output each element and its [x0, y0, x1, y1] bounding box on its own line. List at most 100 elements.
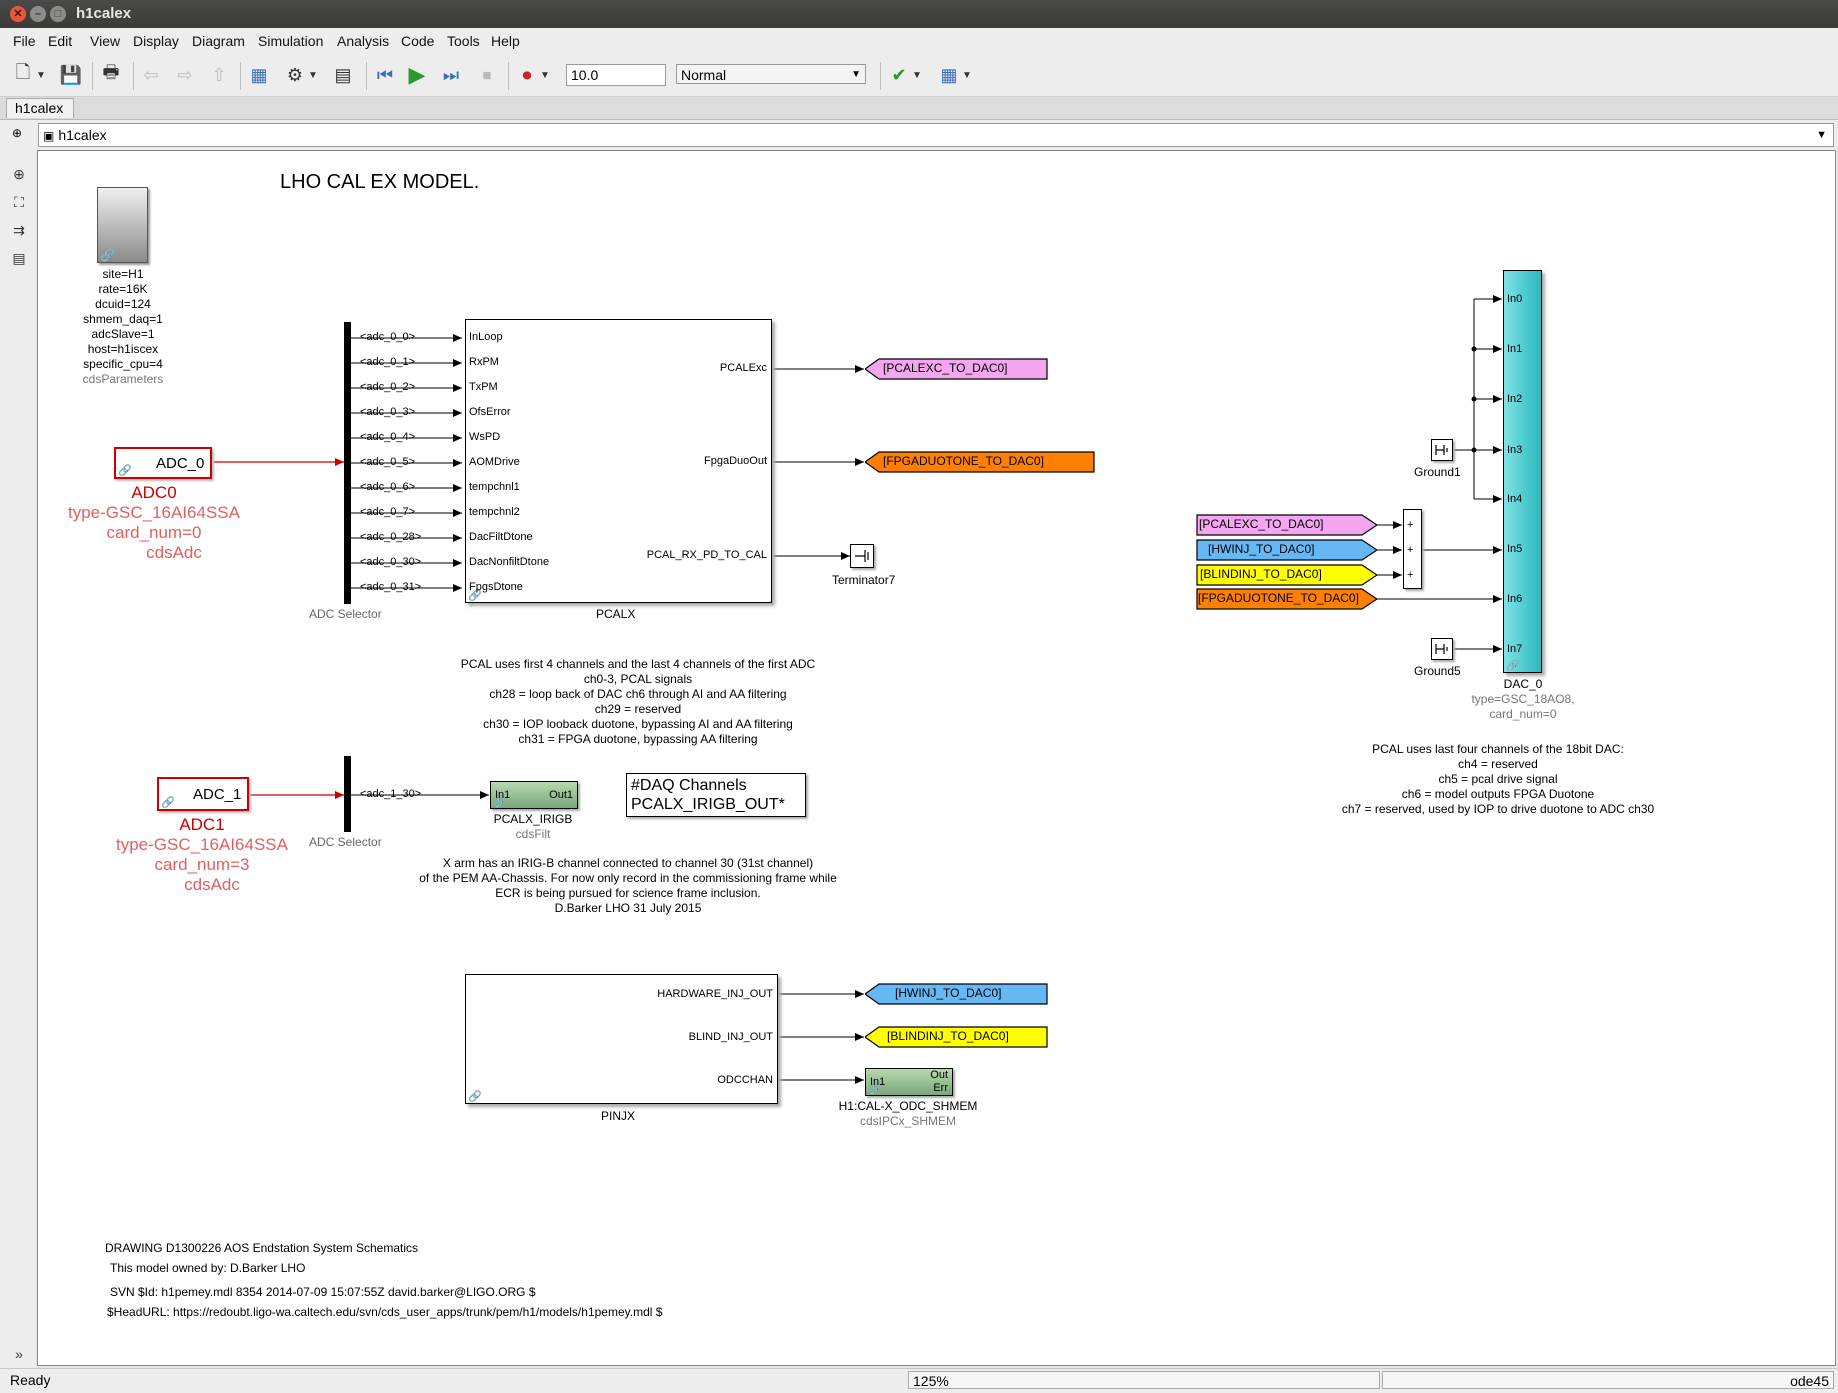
run-icon[interactable]: ▶: [408, 62, 426, 87]
dac0-block[interactable]: 🔗 In0 In1 In2 In3 In4 In5 In6 In7: [1503, 270, 1542, 673]
cds-parameters-block[interactable]: 🔗: [97, 187, 148, 263]
close-window-icon[interactable]: ✕: [10, 6, 26, 22]
annotation-icon[interactable]: ▤: [12, 250, 26, 266]
advisor-dropdown-icon[interactable]: ▼: [912, 69, 922, 81]
from-hwinj[interactable]: [HWINJ_TO_DAC0]: [1196, 539, 1378, 561]
settings-gear-icon[interactable]: ⚙: [286, 64, 304, 85]
new-dropdown-icon[interactable]: ▼: [36, 69, 46, 81]
pcalx-in-10: FpgsDtone: [469, 581, 523, 593]
build-dropdown-icon[interactable]: ▼: [962, 69, 972, 81]
fit-view-icon[interactable]: ⛶: [14, 194, 24, 210]
library-browser-icon[interactable]: ▦: [250, 64, 268, 85]
chevron-down-icon: ▼: [851, 69, 861, 80]
record-dropdown-icon[interactable]: ▼: [540, 69, 550, 81]
ground5-block[interactable]: [1431, 638, 1453, 660]
ground-icon: [1435, 644, 1448, 654]
pcalx-block[interactable]: 🔗 InLoop RxPM TxPM OfsError WsPD AOMDriv…: [465, 319, 772, 603]
up-icon[interactable]: ⇧: [211, 64, 227, 85]
pinjx-out-0: HARDWARE_INJ_OUT: [657, 988, 773, 1000]
stop-icon[interactable]: ⏹: [482, 64, 492, 85]
menu-help[interactable]: Help: [491, 33, 520, 49]
step-back-icon[interactable]: ⏮: [376, 64, 394, 85]
maximize-window-icon[interactable]: □: [50, 6, 66, 22]
selector-out-3: <adc_0_3>: [360, 406, 416, 418]
new-model-icon[interactable]: 🗋: [15, 62, 31, 82]
footer-drawing: DRAWING D1300226 AOS Endstation System S…: [105, 1241, 419, 1255]
pcalx-name: PCALX: [596, 607, 636, 621]
menu-display[interactable]: Display: [133, 33, 179, 49]
arrow-routing-icon[interactable]: ⇉: [13, 222, 25, 238]
ground1-block[interactable]: [1431, 439, 1453, 461]
explorer-icon[interactable]: ▤: [334, 64, 352, 85]
adc1-block[interactable]: 🔗 ADC_1: [157, 777, 249, 811]
dac-in-4: In4: [1507, 493, 1523, 505]
forward-icon[interactable]: ⇨: [177, 64, 193, 85]
goto-blindinj[interactable]: [BLINDINJ_TO_DAC0]: [865, 1026, 1048, 1048]
step-forward-icon[interactable]: ⏭: [442, 64, 460, 85]
link-icon: 🔗: [468, 1091, 482, 1103]
shmem-info: H1:CAL-X_ODC_SHMEM cdsIPCx_SHMEM: [838, 1099, 978, 1128]
pcalx-in-5: AOMDrive: [469, 456, 520, 468]
goto-hwinj[interactable]: [HWINJ_TO_DAC0]: [865, 983, 1048, 1005]
adc-selector-0[interactable]: [344, 322, 351, 604]
daq-channels-block[interactable]: #DAQ Channels PCALX_IRIGB_OUT*: [626, 773, 806, 817]
expand-palette-icon[interactable]: »: [15, 1346, 23, 1362]
minimize-window-icon[interactable]: –: [30, 6, 46, 22]
pcalx-irigb-block[interactable]: 🔗 In1 Out1: [490, 781, 578, 809]
goto-pcalexc[interactable]: [PCALEXC_TO_DAC0]: [865, 358, 1048, 380]
from-blindinj[interactable]: [BLINDINJ_TO_DAC0]: [1196, 564, 1378, 586]
back-icon[interactable]: ⇦: [143, 64, 159, 85]
odc-shmem-block[interactable]: 🔗 In1 Out Err: [865, 1068, 953, 1096]
pinjx-out-2: ODCCHAN: [717, 1074, 773, 1086]
pcalx-in-9: DacNonfiltDtone: [469, 556, 550, 568]
from-fpgaduotone[interactable]: [FPGADUOTONE_TO_DAC0]: [1196, 588, 1378, 610]
save-icon[interactable]: 💾: [59, 64, 83, 85]
menu-simulation[interactable]: Simulation: [258, 33, 324, 49]
selector-out-9: <adc_0_30>: [360, 556, 422, 568]
hide-browser-icon[interactable]: ⊕: [12, 126, 23, 140]
address-bar: ⊕ ▣h1calex ▼: [0, 120, 1838, 150]
model-advisor-icon[interactable]: ✔: [891, 64, 907, 85]
stop-time-input[interactable]: [566, 64, 666, 86]
from-pcalexc[interactable]: [PCALEXC_TO_DAC0]: [1196, 514, 1378, 536]
menu-tools[interactable]: Tools: [447, 33, 480, 49]
model-path[interactable]: ▣h1calex ▼: [38, 123, 1834, 147]
menu-view[interactable]: View: [90, 33, 121, 49]
menu-code[interactable]: Code: [401, 33, 435, 49]
record-icon[interactable]: ⏺: [522, 64, 532, 85]
model-canvas[interactable]: LHO CAL EX MODEL. 🔗 site=H1 rate=16K dcu…: [37, 150, 1836, 1366]
adc1-info: ADC1 type-GSC_16AI64SSA card_num=3 cdsAd…: [116, 815, 288, 894]
pcalx-in-4: WsPD: [469, 431, 501, 443]
link-icon: 🔗: [100, 248, 115, 262]
sum-sign-0: +: [1407, 519, 1414, 531]
adc0-block[interactable]: 🔗 ADC_0: [114, 447, 212, 479]
menu-analysis[interactable]: Analysis: [337, 33, 390, 49]
dac-in-1: In1: [1507, 343, 1523, 355]
menu-bar: File Edit View Display Diagram Simulatio…: [0, 28, 1838, 54]
shmem-out-port: Out: [930, 1069, 948, 1081]
link-icon: 🔗: [868, 1083, 882, 1095]
signal-lines: [214, 295, 1502, 1084]
pinjx-block[interactable]: 🔗 HARDWARE_INJ_OUT BLIND_INJ_OUT ODCCHAN: [465, 974, 778, 1104]
adc-selector-1[interactable]: [344, 756, 351, 832]
settings-dropdown-icon[interactable]: ▼: [308, 69, 318, 81]
terminator7-block[interactable]: [850, 544, 874, 568]
menu-diagram[interactable]: Diagram: [192, 33, 245, 49]
build-icon[interactable]: ▦: [940, 64, 958, 85]
pcalx-in-7: tempchnl2: [469, 506, 520, 518]
goto-fpgaduotone[interactable]: [FPGADUOTONE_TO_DAC0]: [865, 451, 1095, 473]
solver-name: ode45: [1382, 1371, 1834, 1389]
selector-out-4: <adc_0_4>: [360, 431, 416, 443]
ground-icon: [1435, 445, 1448, 455]
selector1-out-0: <adc_1_30>: [360, 788, 422, 800]
print-icon[interactable]: 🖶: [102, 62, 120, 82]
simulation-mode-select[interactable]: Normal ▼: [676, 64, 866, 84]
menu-file[interactable]: File: [13, 33, 36, 49]
irigb-out-port: Out1: [549, 789, 573, 801]
zoom-icon[interactable]: ⊕: [13, 166, 25, 182]
pcalx-in-0: InLoop: [469, 331, 503, 343]
path-dropdown-icon[interactable]: ▼: [1816, 129, 1827, 141]
menu-edit[interactable]: Edit: [48, 33, 73, 49]
tab-h1calex[interactable]: h1calex: [6, 98, 74, 118]
sum-block[interactable]: + + +: [1403, 509, 1422, 589]
